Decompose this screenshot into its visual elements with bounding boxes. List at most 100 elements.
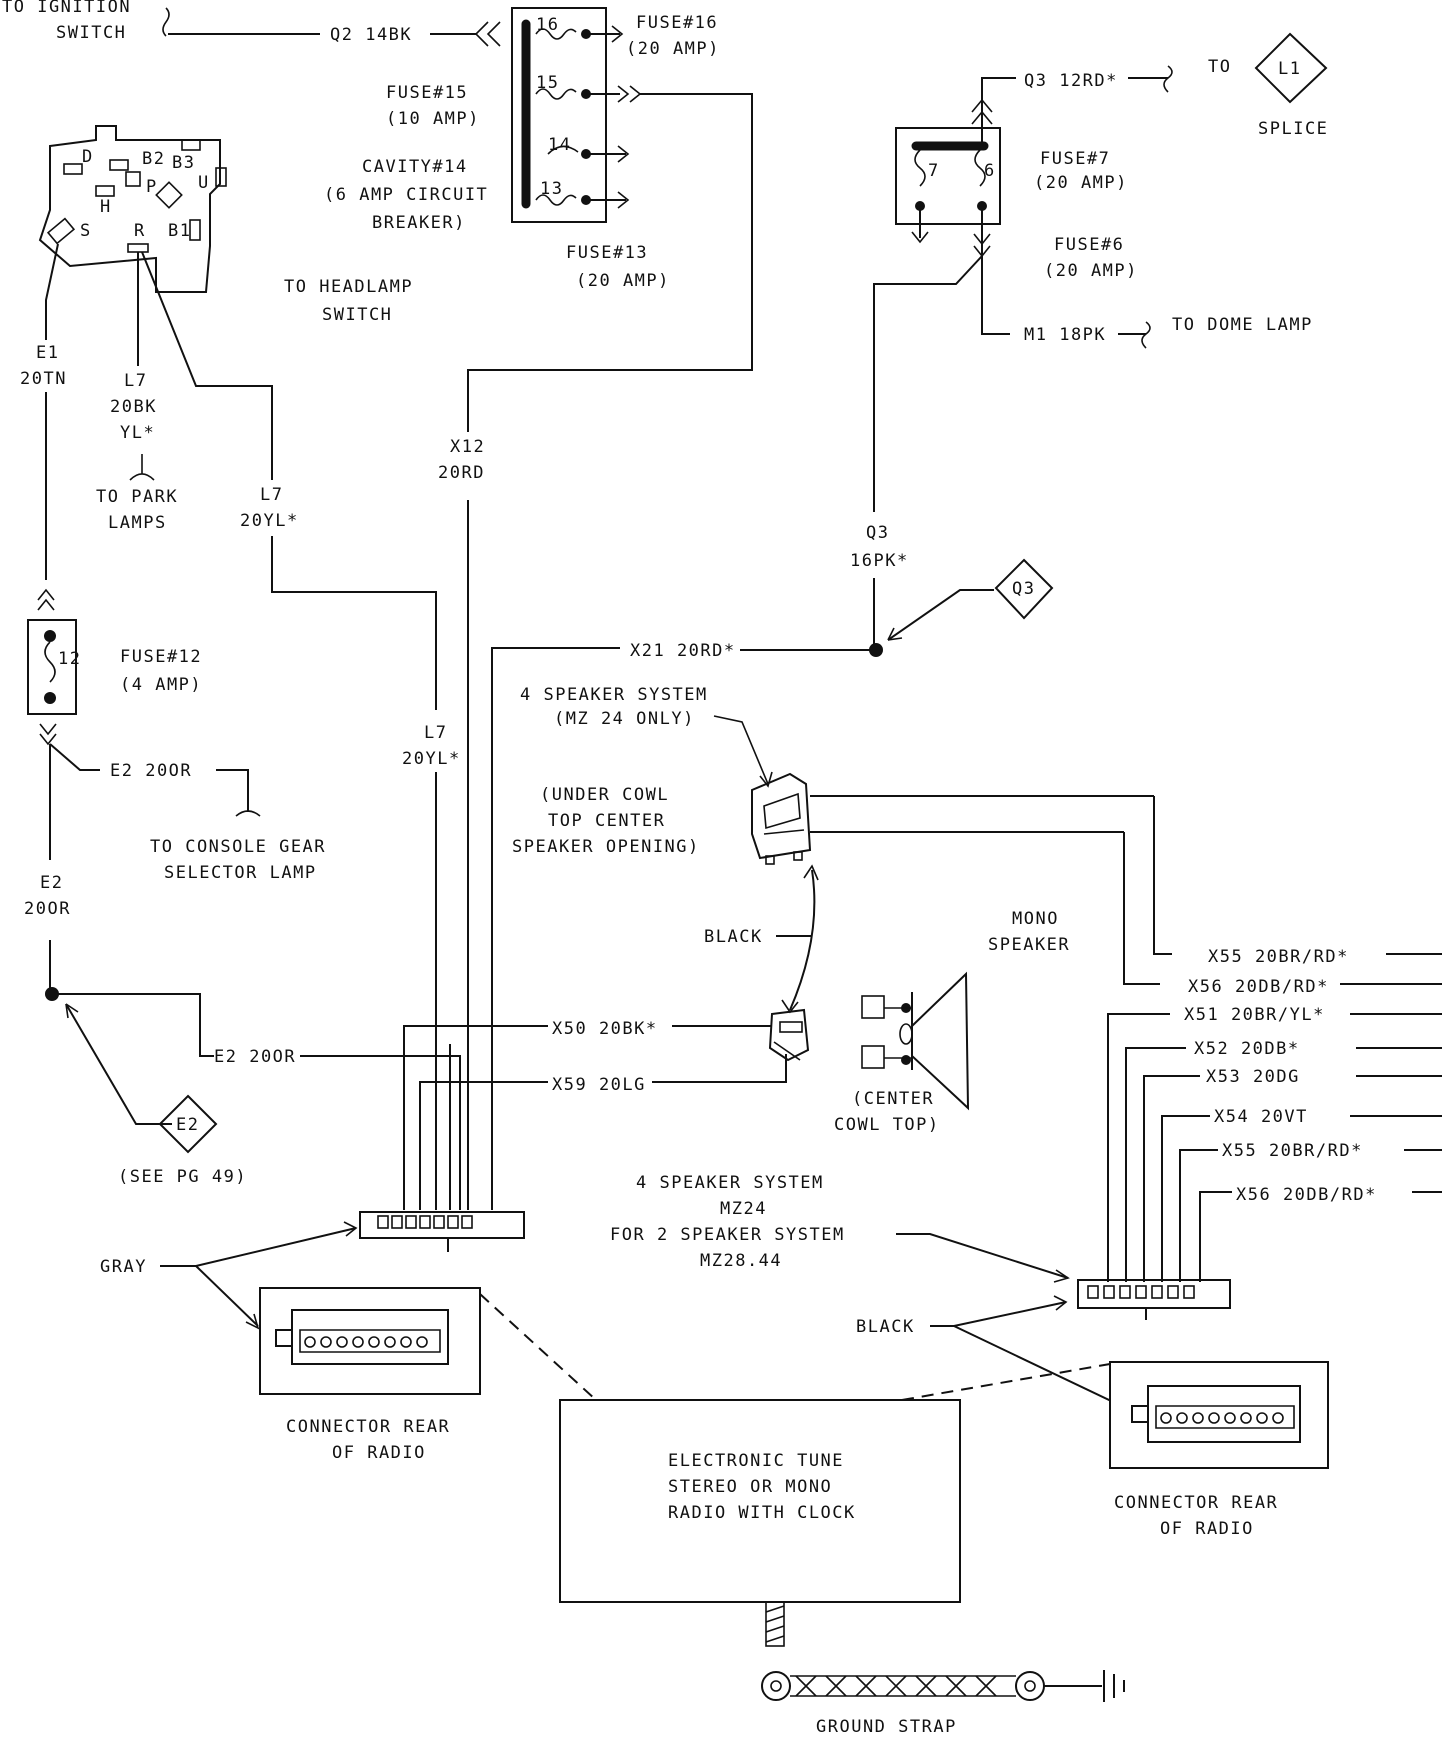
e2-diamond: E2 (158, 1094, 218, 1154)
gray-label: GRAY (100, 1257, 147, 1277)
svg-text:E2: E2 (40, 873, 63, 893)
wire-label-e2: E2 20OR (24, 873, 71, 919)
speaker-connector (768, 1008, 810, 1062)
connector-icon (474, 21, 501, 47)
svg-text:13: 13 (540, 179, 563, 199)
four-speaker-label: 4 SPEAKER SYSTEM (MZ 24 ONLY) (520, 685, 706, 729)
ground-icon (1103, 1670, 1125, 1702)
wire-break-icon (1163, 65, 1173, 93)
ground-strap (761, 1671, 1102, 1701)
wire-q3-16pk (873, 255, 983, 512)
svg-text:SPEAKER: SPEAKER (988, 935, 1070, 955)
svg-text:(4 AMP): (4 AMP) (120, 675, 202, 695)
svg-text:(20 AMP): (20 AMP) (1044, 261, 1138, 281)
wire-x12 (467, 93, 753, 432)
svg-text:20OR: 20OR (24, 899, 71, 919)
q3-diamond: Q3 (994, 558, 1054, 620)
splice-label: SPLICE (1258, 119, 1328, 139)
svg-text:BREAKER): BREAKER) (372, 213, 466, 233)
black-label-a: BLACK (704, 927, 763, 947)
fuse-block-2: 7 6 (895, 120, 1001, 260)
svg-text:FUSE#7: FUSE#7 (1040, 149, 1110, 169)
svg-text:CONNECTOR REAR: CONNECTOR REAR (1114, 1493, 1278, 1513)
svg-text:FOR 2 SPEAKER SYSTEM: FOR 2 SPEAKER SYSTEM (610, 1225, 845, 1245)
black-label-b: BLACK (856, 1317, 915, 1337)
svg-text:(20 AMP): (20 AMP) (626, 39, 720, 59)
svg-text:14: 14 (548, 135, 571, 155)
wire-label-l7-park: L7 20BK YL* (110, 371, 157, 443)
svg-text:X51 20BR/YL*: X51 20BR/YL* (1184, 1005, 1325, 1025)
svg-text:(6 AMP CIRCUIT: (6 AMP CIRCUIT (324, 185, 488, 205)
speaker-system-note: 4 SPEAKER SYSTEM MZ24 FOR 2 SPEAKER SYST… (610, 1173, 845, 1271)
svg-text:X54 20VT: X54 20VT (1214, 1107, 1308, 1127)
svg-text:E1: E1 (36, 343, 59, 363)
svg-text:X53 20DG: X53 20DG (1206, 1067, 1300, 1087)
center-cowl-label: (CENTER COWL TOP) (834, 1089, 938, 1135)
svg-text:TO PARK: TO PARK (96, 487, 178, 507)
svg-text:TO IGNITION: TO IGNITION (2, 0, 131, 17)
svg-text:D: D (82, 147, 94, 167)
svg-text:Q3: Q3 (866, 523, 889, 543)
right-wire-labels: X55 20BR/RD* X56 20DB/RD* X51 20BR/YL* X… (1184, 947, 1377, 1205)
svg-text:LAMPS: LAMPS (108, 513, 167, 533)
svg-text:20RD: 20RD (438, 463, 485, 483)
splice-l1-diamond: L1 (1254, 32, 1328, 104)
svg-text:X55 20BR/RD*: X55 20BR/RD* (1208, 947, 1349, 967)
svg-text:Q3: Q3 (1012, 579, 1035, 599)
wire-label-q3: Q3 12RD* (1024, 71, 1118, 91)
svg-text:(MZ 24 ONLY): (MZ 24 ONLY) (554, 709, 695, 729)
radio-unit: ELECTRONIC TUNE STEREO OR MONO RADIO WIT… (559, 1399, 961, 1603)
svg-text:15: 15 (536, 73, 559, 93)
wire-label-x21: X21 20RD* (630, 641, 736, 661)
svg-text:FUSE#16: FUSE#16 (636, 13, 718, 33)
headlamp-switch: D B2 B3 H P U S R B1 (38, 125, 227, 293)
svg-text:20BK: 20BK (110, 397, 157, 417)
svg-text:(20 AMP): (20 AMP) (576, 271, 670, 291)
svg-text:P: P (146, 177, 158, 197)
svg-text:STEREO OR MONO: STEREO OR MONO (668, 1477, 832, 1497)
svg-text:X56 20DB/RD*: X56 20DB/RD* (1188, 977, 1329, 997)
svg-text:FUSE#12: FUSE#12 (120, 647, 202, 667)
ground-stud (765, 1601, 785, 1647)
ground-strap-label: GROUND STRAP (816, 1717, 957, 1737)
fuse13-label: FUSE#13 (20 AMP) (566, 243, 670, 291)
connector-rear-label-left: CONNECTOR REAR OF RADIO (286, 1417, 450, 1463)
svg-text:OF RADIO: OF RADIO (332, 1443, 426, 1463)
svg-text:X12: X12 (450, 437, 485, 457)
svg-text:B1: B1 (168, 221, 191, 241)
fuse12-label: FUSE#12 (4 AMP) (120, 647, 202, 695)
see-page-note: (SEE PG 49) (118, 1167, 247, 1187)
svg-text:(20 AMP): (20 AMP) (1034, 173, 1128, 193)
svg-text:20TN: 20TN (20, 369, 67, 389)
svg-text:CONNECTOR REAR: CONNECTOR REAR (286, 1417, 450, 1437)
wire-label-l7c: L7 20YL* (402, 723, 459, 769)
svg-text:16PK*: 16PK* (850, 551, 909, 571)
svg-text:SWITCH: SWITCH (322, 305, 392, 325)
svg-text:TO HEADLAMP: TO HEADLAMP (284, 277, 413, 297)
svg-text:X56 20DB/RD*: X56 20DB/RD* (1236, 1185, 1377, 1205)
svg-text:X52 20DB*: X52 20DB* (1194, 1039, 1300, 1059)
wire-break-icon (162, 7, 170, 37)
splice-to-label: TO (1208, 57, 1231, 77)
svg-text:4 SPEAKER SYSTEM: 4 SPEAKER SYSTEM (636, 1173, 824, 1193)
svg-text:L7: L7 (260, 485, 283, 505)
svg-text:YL*: YL* (120, 423, 155, 443)
svg-text:L1: L1 (1278, 59, 1301, 79)
svg-text:SWITCH: SWITCH (56, 23, 126, 43)
wire-label-e1: E1 20TN (20, 343, 67, 389)
svg-text:7: 7 (928, 161, 940, 181)
svg-text:TOP CENTER: TOP CENTER (548, 811, 665, 831)
center-speaker-connector (751, 772, 812, 865)
svg-text:B3: B3 (172, 153, 195, 173)
fuse16-label: FUSE#16 (20 AMP) (626, 13, 720, 59)
wire-label-q2: Q2 14BK (330, 25, 412, 45)
black-radio-connector (1077, 1279, 1231, 1320)
svg-text:TO CONSOLE GEAR: TO CONSOLE GEAR (150, 837, 326, 857)
fuse15-label: FUSE#15 (10 AMP) (386, 83, 478, 129)
svg-text:6: 6 (984, 161, 996, 181)
svg-text:20YL*: 20YL* (240, 511, 299, 531)
svg-text:B2: B2 (142, 149, 165, 169)
console-lamp-label: TO CONSOLE GEAR SELECTOR LAMP (150, 837, 326, 883)
rear-radio-connector-right (1109, 1361, 1329, 1469)
wire-e1-top (45, 243, 59, 340)
